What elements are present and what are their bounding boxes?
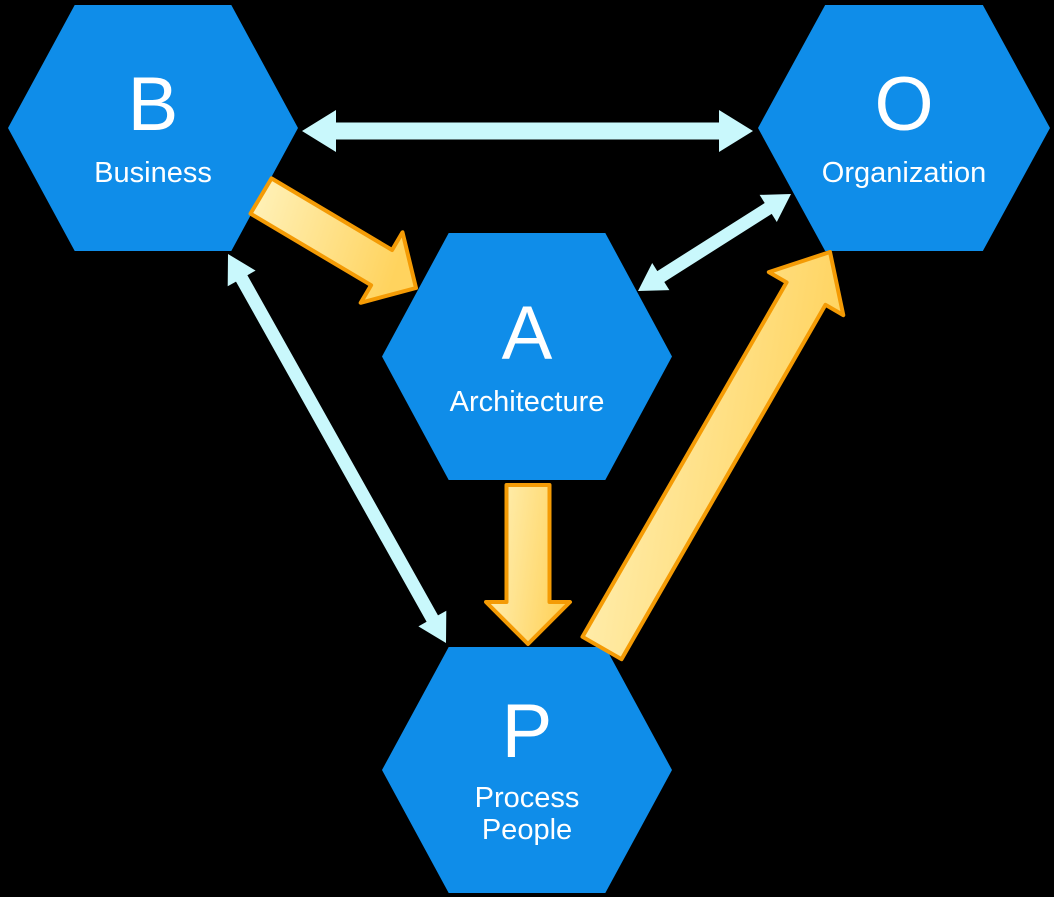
hexagon-organization: O Organization bbox=[758, 5, 1050, 251]
node-label-business: Business bbox=[94, 157, 212, 189]
node-label-architecture: Architecture bbox=[449, 385, 605, 418]
node-label-organization: Organization bbox=[821, 157, 987, 189]
arrow-architecture-process bbox=[484, 483, 572, 646]
node-label-process-line1: Process bbox=[474, 782, 580, 814]
node-letter-process: P bbox=[501, 689, 553, 774]
hexagon-architecture: A Architecture bbox=[382, 233, 672, 480]
arrow-architecture-organization bbox=[638, 194, 791, 291]
node-letter-business: B bbox=[127, 62, 179, 147]
arrow-business-architecture bbox=[248, 176, 418, 305]
arrow-business-organization bbox=[302, 110, 753, 152]
hexagon-business: B Business bbox=[8, 5, 298, 251]
node-letter-organization: O bbox=[874, 62, 934, 147]
node-label-process-line2: People bbox=[481, 814, 573, 846]
hexagon-process: P Process People bbox=[382, 647, 672, 893]
node-letter-architecture: A bbox=[501, 290, 553, 376]
